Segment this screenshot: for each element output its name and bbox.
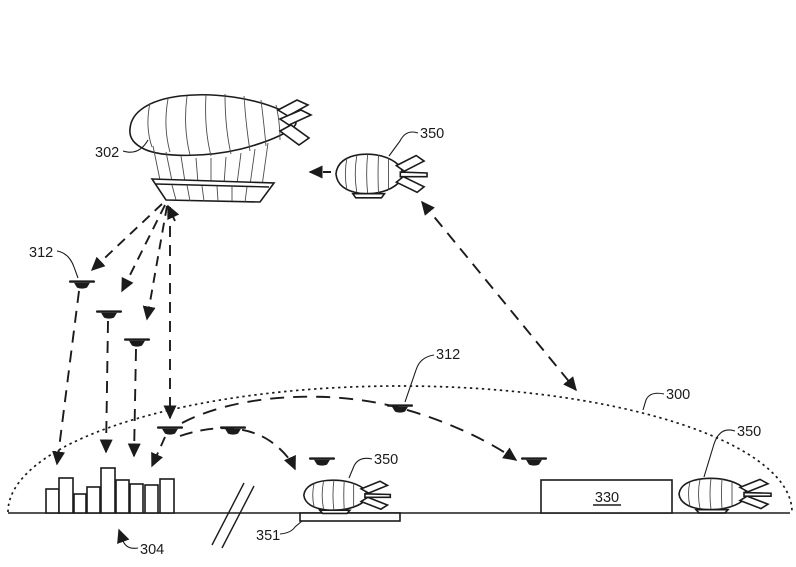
- drone-312-4: [157, 426, 183, 435]
- leader-350-middle: [348, 457, 373, 479]
- label-302: 302: [95, 145, 119, 161]
- label-350-top: 350: [420, 126, 444, 142]
- leader-300: [642, 392, 665, 411]
- building: [58, 477, 74, 514]
- building: [45, 488, 60, 514]
- label-312-left: 312: [29, 245, 53, 261]
- link-gondola-to-drone1: [90, 203, 163, 272]
- reference-labels: 302 312 350 312 300 350 350 351 304: [29, 126, 761, 558]
- building: [144, 484, 159, 514]
- landing-pad-351: [299, 512, 401, 522]
- link-drone4-to-city: [151, 436, 166, 468]
- city-304: [45, 467, 175, 514]
- label-312-center: 312: [436, 347, 460, 363]
- label-300: 300: [666, 387, 690, 403]
- label-350-right: 350: [737, 424, 761, 440]
- link-gondola-to-drone2: [121, 204, 166, 293]
- leader-304-arrow: [117, 528, 139, 549]
- building: [129, 483, 144, 514]
- link-drone2-to-city: [99, 320, 113, 454]
- signal-links: [52, 165, 577, 471]
- blimp-350-right: [678, 477, 772, 514]
- link-arc-to-drone-330: [181, 395, 518, 461]
- drone-312-3: [124, 338, 150, 347]
- leader-302: [122, 139, 149, 153]
- leader-312-center: [404, 354, 435, 403]
- building: [86, 486, 101, 514]
- building: [100, 467, 116, 514]
- leader-350-top: [388, 131, 419, 157]
- drone-312-2: [96, 310, 122, 319]
- drone-312-7: [521, 457, 547, 466]
- ground-break-slashes: [211, 482, 255, 549]
- link-arc-to-blimp-middle: [179, 427, 296, 471]
- facility-330-box: [540, 479, 673, 514]
- label-304: 304: [140, 542, 164, 558]
- blimp-350-middle: [303, 479, 392, 515]
- link-return-to-gondola: [167, 204, 180, 222]
- blimp-350-top: [335, 153, 428, 199]
- airship-gondola: [150, 178, 276, 203]
- building: [159, 478, 175, 514]
- link-blimp-to-dome: [421, 200, 577, 392]
- link-drone3-to-city: [127, 348, 141, 458]
- link-drone1-to-city: [52, 290, 80, 466]
- label-351: 351: [256, 528, 280, 544]
- airship-envelope: [129, 93, 297, 157]
- airship-302: [129, 93, 313, 203]
- drone-312-6: [309, 457, 335, 466]
- building: [115, 479, 130, 514]
- leader-351: [279, 520, 303, 535]
- drone-312-1: [69, 280, 95, 289]
- label-350-middle: 350: [374, 452, 398, 468]
- leader-350-right: [703, 429, 736, 478]
- airship-tail-fins: [276, 99, 313, 146]
- leader-312-left: [56, 250, 79, 279]
- airship-seams: [147, 93, 281, 157]
- building: [73, 493, 87, 514]
- label-330: 330: [595, 490, 619, 506]
- link-gondola-to-drone3: [142, 205, 168, 321]
- airship-tethers: [152, 142, 269, 187]
